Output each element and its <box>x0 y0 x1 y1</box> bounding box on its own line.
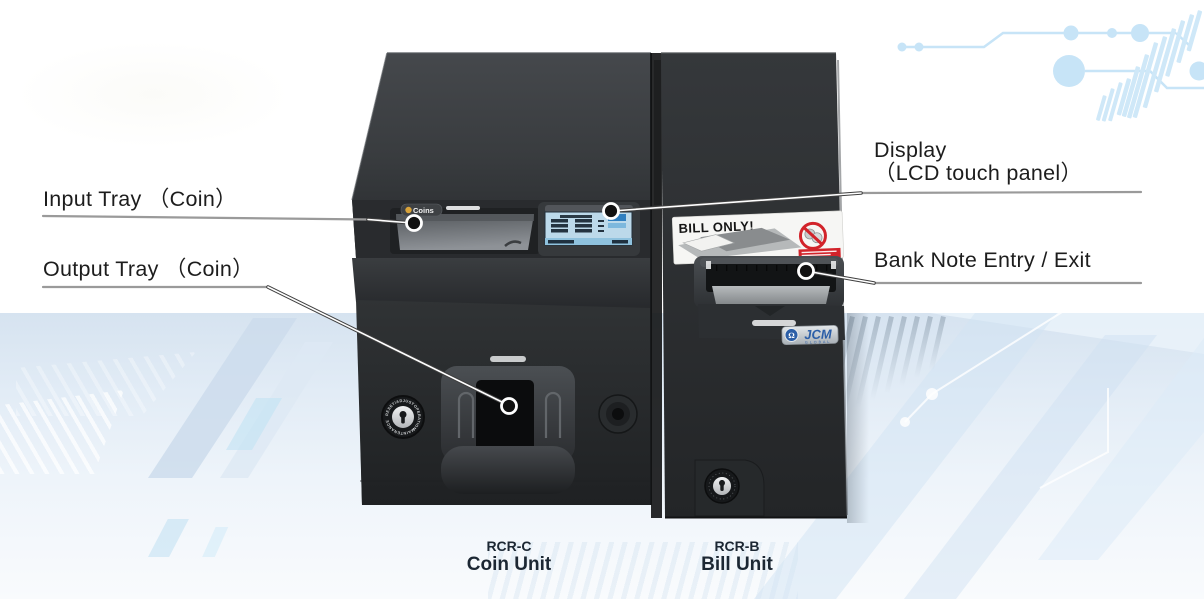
callout-input-tray <box>41 214 423 232</box>
coin-unit-model: RCR-C <box>486 538 532 554</box>
callout-display <box>602 190 1143 220</box>
label-display-line2: （LCD touch panel） <box>874 161 1083 185</box>
bill-unit: BILL ONLY! <box>651 52 848 519</box>
coin-top-handle-mark <box>446 206 480 210</box>
bill-keylock <box>694 459 765 517</box>
bank-note-slot <box>694 256 844 308</box>
coin-output-tray <box>441 366 575 494</box>
jcm-logo-sub: GLOBAL <box>805 340 831 345</box>
jcm-logo-badge: Ω JCM GLOBAL <box>781 324 839 346</box>
caption-bill-unit: RCR-B Bill Unit <box>701 538 773 575</box>
bill-handle-mark <box>752 320 796 326</box>
callout-bank-note <box>797 262 1143 285</box>
callout-lines <box>41 190 1143 415</box>
coin-connector-port <box>598 394 638 434</box>
label-output-tray: Output Tray （Coin） <box>43 257 254 281</box>
circuit-decoration <box>897 10 1204 122</box>
no-coins-icon <box>798 221 827 250</box>
bill-unit-name: Bill Unit <box>701 554 773 575</box>
coins-badge-label: Coins <box>413 206 434 215</box>
callout-dot-output-tray <box>500 397 518 415</box>
coin-unit-top-lid <box>352 53 651 200</box>
callout-dot-bank-note <box>797 262 815 280</box>
circuit-slash-bars <box>1096 10 1203 122</box>
caption-coin-unit: RCR-C Coin Unit <box>467 538 551 575</box>
bill-unit-model: RCR-B <box>714 538 760 554</box>
label-display: Display （LCD touch panel） <box>874 139 1082 185</box>
callout-output-tray <box>41 285 518 415</box>
jcm-mark-icon <box>784 327 799 342</box>
coin-keylock: RESET/ADJUST OPERATION MAINTENANCE <box>381 395 425 439</box>
coin-icon <box>405 206 412 214</box>
band-decor-shapes <box>148 311 1204 599</box>
label-display-line1: Display <box>874 138 947 162</box>
band-hatch-bottom <box>488 542 798 599</box>
coin-unit-name: Coin Unit <box>466 554 552 575</box>
coins-badge: Coins <box>400 203 443 217</box>
jcm-logo-text: JCM <box>804 326 833 342</box>
label-input-tray: Input Tray （Coin） <box>43 187 237 211</box>
faded-watermark <box>18 42 288 147</box>
callout-dot-input-tray <box>405 214 423 232</box>
coin-input-tray <box>390 208 540 254</box>
callout-dot-display <box>602 202 620 220</box>
label-bank-note: Bank Note Entry / Exit <box>874 248 1091 272</box>
svg-text:Ω: Ω <box>788 331 795 340</box>
sticker-title: BILL ONLY! <box>678 218 754 236</box>
coin-unit: Coins <box>351 52 652 505</box>
coin-front-handle-mark <box>490 356 526 362</box>
